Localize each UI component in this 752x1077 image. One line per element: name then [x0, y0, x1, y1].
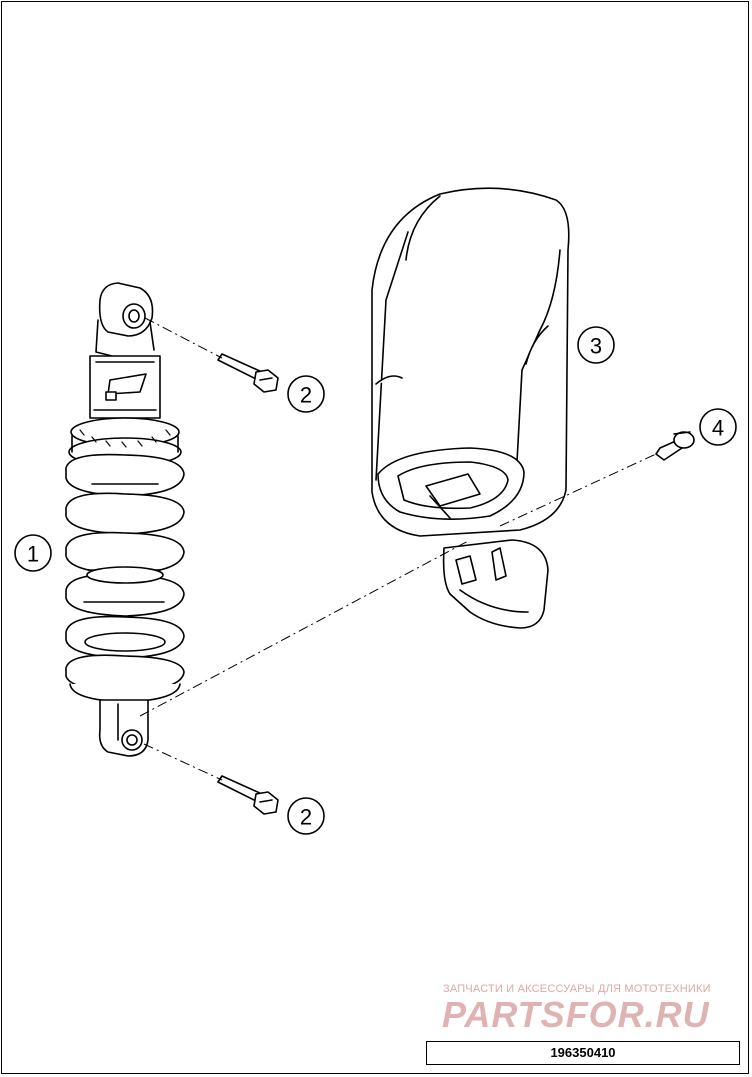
callout-label-4: 4	[712, 416, 724, 441]
callout-label-2-lower: 2	[300, 805, 312, 830]
watermark-tagline: ЗАПЧАСТИ И АКСЕССУАРЫ ДЛЯ МОТОТЕХНИКИ	[443, 983, 711, 995]
shock-absorber-icon	[65, 282, 185, 757]
watermark-logo-text: PARTSFOR.RU	[442, 995, 710, 1035]
document-number: 196350410	[426, 1041, 740, 1065]
callout-circle-4	[699, 408, 737, 446]
watermark-logo: PARTSFOR.RU	[442, 995, 710, 1035]
bolt-icon	[217, 353, 279, 393]
callout-circle-3	[577, 326, 615, 364]
assembly-axis-lines	[139, 317, 657, 781]
callout-circle-1	[14, 534, 52, 572]
screw-icon	[655, 431, 695, 461]
callout-label-2-upper: 2	[300, 383, 312, 408]
bolt-icon	[217, 775, 279, 815]
mud-flap-icon	[371, 187, 570, 629]
callout-label-1: 1	[27, 542, 39, 567]
callout-circle-2-lower	[287, 797, 325, 835]
callout-circle-2-upper	[287, 375, 325, 413]
callout-label-3: 3	[590, 334, 602, 359]
